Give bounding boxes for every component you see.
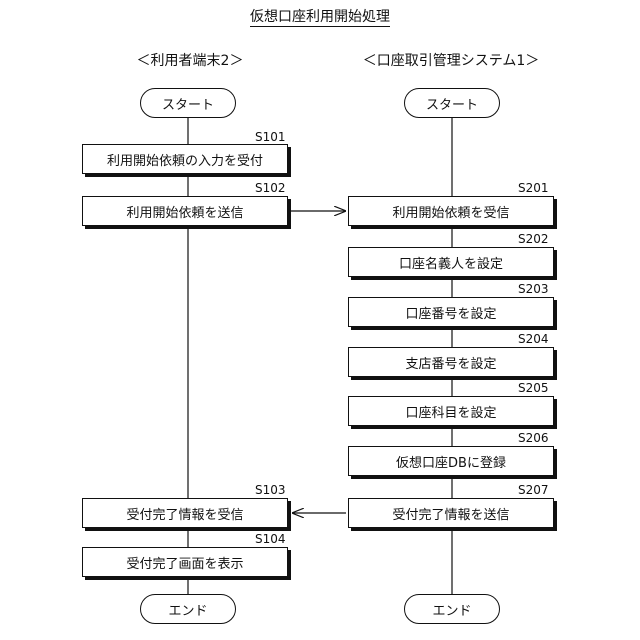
step-id-s202: S202 [518,232,549,246]
right-start-terminal: スタート [404,88,500,118]
step-id-s101: S101 [255,130,286,144]
process-box-s203: 口座番号を設定 [348,297,554,327]
process-box-s201: 利用開始依頼を受信 [348,196,554,226]
process-box-s204: 支店番号を設定 [348,347,554,377]
step-id-s104: S104 [255,532,286,546]
step-id-s204: S204 [518,332,549,346]
left-end-terminal: エンド [140,594,236,624]
process-box-s103: 受付完了情報を受信 [82,498,288,528]
step-id-s206: S206 [518,431,549,445]
process-box-s102: 利用開始依頼を送信 [82,196,288,226]
right-end-terminal: エンド [404,594,500,624]
step-id-s207: S207 [518,483,549,497]
process-box-s207: 受付完了情報を送信 [348,498,554,528]
left-start-terminal: スタート [140,88,236,118]
step-id-s103: S103 [255,483,286,497]
lane-title-user-terminal: ＜利用者端末2＞ [50,50,330,70]
diagram-title: 仮想口座利用開始処理 [0,6,640,26]
step-id-s201: S201 [518,181,549,195]
step-id-s203: S203 [518,282,549,296]
process-box-s205: 口座科目を設定 [348,396,554,426]
process-box-s206: 仮想口座DBに登録 [348,446,554,476]
step-id-s205: S205 [518,381,549,395]
step-id-s102: S102 [255,181,286,195]
process-box-s104: 受付完了画面を表示 [82,547,288,577]
process-box-s202: 口座名義人を設定 [348,247,554,277]
lane-title-account-system: ＜口座取引管理システム1＞ [311,50,591,70]
process-box-s101: 利用開始依頼の入力を受付 [82,144,288,174]
